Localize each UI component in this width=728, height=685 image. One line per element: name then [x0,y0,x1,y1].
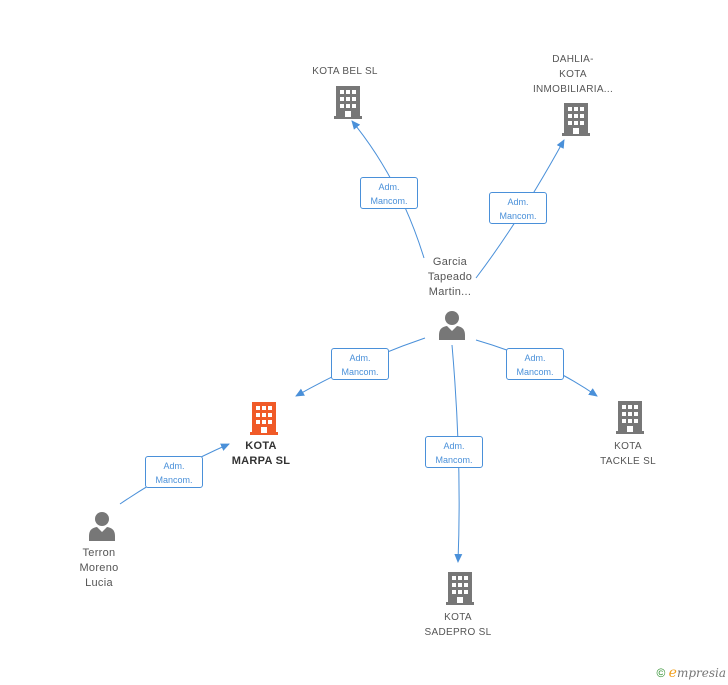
building-icon[interactable] [333,85,363,119]
relation-role: Adm. [507,197,529,207]
brand-name: mpresia [676,666,726,680]
relation-role: Adm. [349,353,371,363]
node-label-dahlia[interactable]: DAHLIA- KOTA INMOBILIARIA... [518,52,628,97]
node-label-line: INMOBILIARIA... [532,84,614,95]
relation-role-detail: Mancom. [341,367,379,377]
node-label-line: KOTA [444,612,472,623]
node-label-line: Garcia [432,256,468,268]
node-label-kota-sadepro[interactable]: KOTA SADEPRO SL [408,610,508,640]
relation-label-terron[interactable]: Adm. Mancom. [145,456,203,488]
node-label-line: Tapeado [427,271,473,283]
node-label-line: Martin... [428,286,472,298]
node-label-line: DAHLIA- [552,54,594,65]
node-label-kota-marpa[interactable]: KOTA MARPA SL [211,439,311,469]
relation-role: Adm. [163,461,185,471]
building-icon[interactable] [445,571,475,605]
brand-logo: empresia [668,665,726,681]
relation-role: Adm. [524,353,546,363]
node-label-kota-bel[interactable]: KOTA BEL SL [290,64,400,79]
building-icon[interactable] [615,400,645,434]
brand-initial: e [668,665,677,681]
node-label-line: SADEPRO SL [424,627,492,638]
node-label-line: KOTA [614,441,642,452]
node-label-line: TACKLE SL [600,456,656,467]
relation-role-detail: Mancom. [516,367,554,377]
node-label-line: KOTA [559,69,587,80]
node-label-garcia[interactable]: Garcia Tapeado Martin... [400,255,500,300]
building-icon[interactable] [249,401,279,435]
node-label-terron[interactable]: Terron Moreno Lucia [49,546,149,591]
node-label-line: MARPA SL [231,455,291,467]
copyright-symbol: © [656,666,666,680]
relation-role-detail: Mancom. [370,196,408,206]
relation-label-kota-tackle[interactable]: Adm. Mancom. [506,348,564,380]
node-label-line: KOTA BEL SL [312,66,378,77]
node-label-line: Moreno [79,562,119,574]
relation-label-dahlia[interactable]: Adm. Mancom. [489,192,547,224]
node-label-line: Terron [82,547,116,559]
person-icon[interactable] [437,310,467,340]
relation-label-kota-bel[interactable]: Adm. Mancom. [360,177,418,209]
node-label-kota-tackle[interactable]: KOTA TACKLE SL [578,439,678,469]
relation-role-detail: Mancom. [155,475,193,485]
relation-label-kota-marpa[interactable]: Adm. Mancom. [331,348,389,380]
relation-label-kota-sadepro[interactable]: Adm. Mancom. [425,436,483,468]
brand-footer: © empresia [656,665,726,681]
person-icon[interactable] [87,511,117,541]
relation-role-detail: Mancom. [435,455,473,465]
relation-role-detail: Mancom. [499,211,537,221]
building-icon[interactable] [561,102,591,136]
relation-role: Adm. [378,182,400,192]
relation-role: Adm. [443,441,465,451]
node-label-line: KOTA [245,440,277,452]
node-label-line: Lucia [85,577,113,589]
